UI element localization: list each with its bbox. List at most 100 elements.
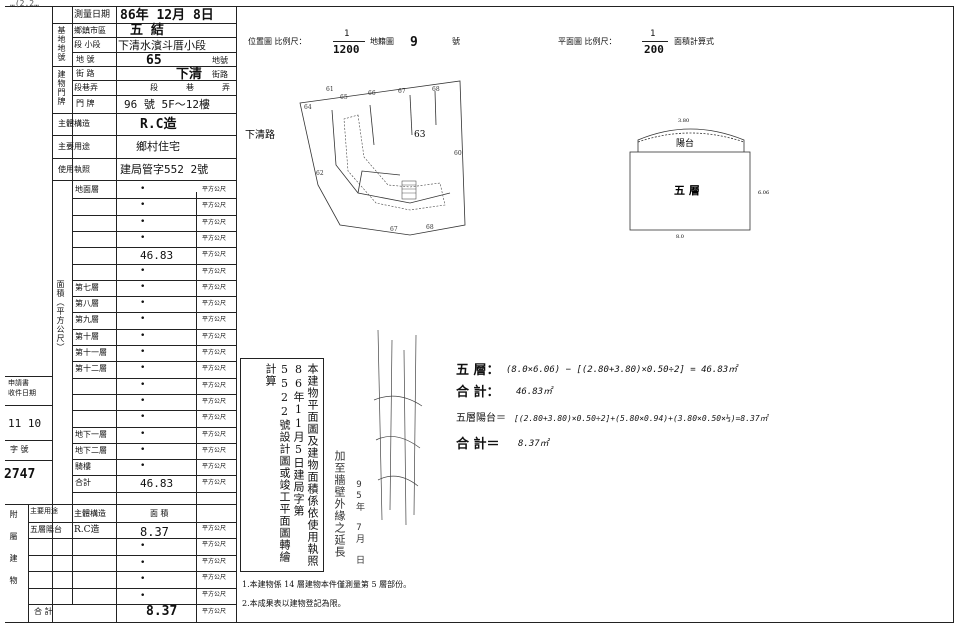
floor-unit: 平方公尺 bbox=[202, 446, 227, 454]
num-label: 字 號 bbox=[10, 445, 29, 454]
frame-top bbox=[5, 6, 953, 7]
annex-value: • bbox=[140, 590, 146, 601]
floor-row-line bbox=[72, 328, 236, 330]
annex-col-line bbox=[28, 504, 29, 622]
floor-row-line bbox=[72, 296, 236, 298]
annex-total: 8.37 bbox=[146, 604, 178, 619]
annex-total-label: 合 計 bbox=[34, 607, 53, 616]
annex-row-line bbox=[28, 538, 236, 540]
annex-unit: 平方公尺 bbox=[202, 541, 227, 549]
map-label-0: 64 bbox=[304, 104, 312, 111]
district-value: 五 結 bbox=[130, 23, 164, 38]
annex-col-line bbox=[72, 504, 73, 604]
apply-no: 2747 bbox=[4, 467, 36, 482]
floor-row-line bbox=[72, 214, 236, 216]
door-label: 門 牌 bbox=[76, 99, 95, 108]
floor-unit: 平方公尺 bbox=[202, 414, 227, 422]
stamp-line-1: 95年 7月 日 bbox=[354, 480, 364, 565]
floor-unit: 平方公尺 bbox=[202, 218, 227, 226]
street-value: 下清 bbox=[176, 67, 203, 82]
floor-name: 第十二層 bbox=[75, 364, 107, 374]
floor-value: 46.83 bbox=[140, 249, 174, 263]
floor-row-line bbox=[72, 312, 236, 314]
floor-name: 合計 bbox=[75, 478, 91, 488]
area-calc-label: 面積計算式 bbox=[674, 37, 714, 46]
floor-value: • bbox=[140, 298, 146, 309]
calc-formula-3: 8.37㎡ bbox=[518, 439, 549, 449]
handwritten-stamp: 加至牆壁外緣之延長 95年 7月 日 bbox=[333, 310, 423, 570]
frame-bottom bbox=[5, 622, 953, 623]
annex-area-label: 面 積 bbox=[150, 509, 169, 518]
map-label-4: 68 bbox=[432, 86, 440, 93]
floor-unit: 平方公尺 bbox=[202, 202, 227, 210]
floor-row-line bbox=[72, 377, 236, 379]
calc-formula-0: (8.0×6.06) − [(2.80+3.80)×0.50÷2] = 46.8… bbox=[506, 365, 738, 375]
map-label-5: 61 bbox=[326, 86, 334, 93]
left-table: 測量日期 86年 12月 8日 基地地號 鄉鎮市區 五 結 段 小段 下清水濱斗… bbox=[0, 0, 236, 630]
statement-box: 本建物平面圖及建物面積係依使用執照86年11月5日建局字第5522號設計圖或竣工… bbox=[240, 358, 324, 572]
map-label-2: 66 bbox=[368, 90, 376, 97]
floor-value: • bbox=[140, 363, 146, 374]
floor-unit: 平方公尺 bbox=[202, 430, 227, 438]
survey-date-label: 測量日期 bbox=[74, 10, 111, 20]
note-1: 1.本建物係 14 層建物本件僅測量第 5 層部份。 bbox=[242, 580, 412, 589]
floor-value: • bbox=[140, 232, 146, 243]
floor-plan: 陽台 五 層 3.80 8.0 6.06 bbox=[629, 118, 769, 240]
lot-value: 65 bbox=[146, 53, 162, 68]
floor-unit: 平方公尺 bbox=[202, 381, 227, 389]
cadastral-no: 9 bbox=[410, 35, 418, 50]
structure-label: 主體構造 bbox=[58, 119, 90, 128]
calc-formula-1: 46.83㎡ bbox=[516, 387, 553, 397]
floor-unit: 平方公尺 bbox=[202, 349, 227, 356]
use-value: 鄉村住宅 bbox=[136, 140, 180, 153]
floor-unit: 平方公尺 bbox=[202, 234, 227, 242]
annex-struct: R.C造 bbox=[74, 525, 100, 535]
floor-value: 46.83 bbox=[140, 477, 174, 491]
annex-use: 五層陽台 bbox=[30, 525, 62, 534]
floor-name: 第十一層 bbox=[75, 348, 107, 357]
floor-unit: 平方公尺 bbox=[202, 316, 227, 324]
floor-unit: 平方公尺 bbox=[202, 479, 227, 487]
floor-row-line bbox=[72, 263, 236, 265]
floor-name: 地面層 bbox=[75, 185, 99, 194]
plan-dim-top: 3.80 bbox=[678, 118, 689, 124]
floor-row-line bbox=[72, 491, 236, 493]
map-label-8: 67 bbox=[390, 226, 398, 233]
frame-right bbox=[953, 6, 954, 623]
map-label-6: 60 bbox=[454, 150, 462, 157]
base-label: 基地地號 bbox=[57, 26, 66, 62]
floor-value: • bbox=[140, 412, 146, 423]
floor-value: • bbox=[140, 379, 146, 390]
floor-row-line bbox=[72, 475, 236, 477]
lane-c: 弄 bbox=[222, 83, 230, 92]
lot-label: 地 號 bbox=[76, 55, 95, 64]
calc-label-1: 合 計： bbox=[456, 385, 500, 400]
frame-divider bbox=[236, 6, 237, 623]
plan-label: 平面圖 比例尺： bbox=[558, 37, 617, 46]
floor-unit: 平方公尺 bbox=[202, 397, 227, 405]
floor-row-line bbox=[72, 393, 236, 395]
floor-row-line bbox=[72, 230, 236, 232]
floor-value: • bbox=[140, 314, 146, 325]
lane-label: 段巷弄 bbox=[74, 83, 98, 92]
road-label: 下清路 bbox=[245, 128, 275, 141]
floor-row-line bbox=[72, 410, 236, 412]
annex-unit: 平方公尺 bbox=[202, 574, 227, 582]
district-label: 鄉鎮市區 bbox=[74, 26, 106, 35]
lane-a: 段 bbox=[150, 83, 158, 92]
floor-value: • bbox=[140, 428, 146, 439]
floor-value: • bbox=[140, 216, 146, 227]
location-label: 位置圖 比例尺： bbox=[248, 37, 307, 46]
floor-row-line bbox=[72, 345, 236, 346]
bldg-addr-label: 建物門牌 bbox=[57, 70, 66, 106]
map-label-7: 62 bbox=[316, 170, 324, 177]
loc-scale-num: 1 bbox=[344, 29, 350, 39]
cadastral-label: 地籍圖 bbox=[370, 37, 394, 46]
floor-unit: 平方公尺 bbox=[202, 267, 227, 275]
annex-row-line bbox=[28, 587, 236, 589]
annex-row-line bbox=[28, 522, 236, 523]
floor-value: • bbox=[140, 461, 146, 472]
area-col-label: 面積（平方公尺） bbox=[56, 280, 65, 352]
plan-dim-right: 6.06 bbox=[758, 190, 769, 196]
calc-label-2: 五層陽台＝ bbox=[456, 413, 506, 424]
